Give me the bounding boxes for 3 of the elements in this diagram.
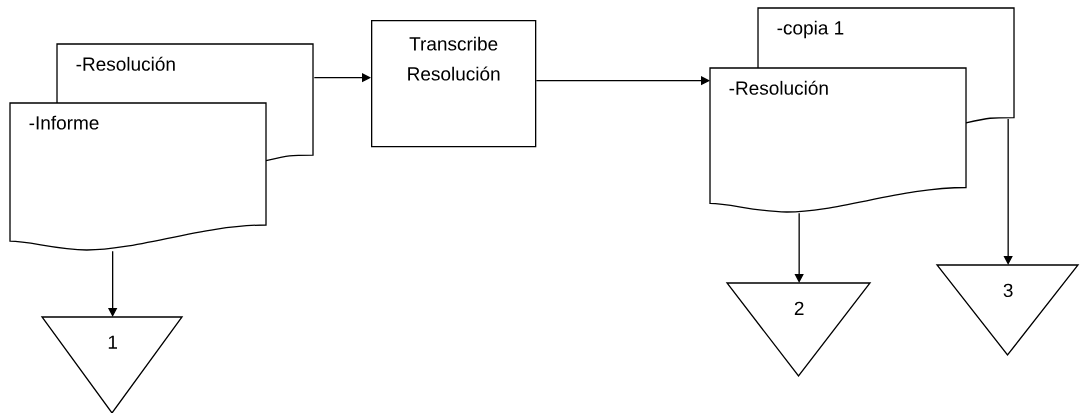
arrow [1003, 118, 1013, 265]
arrow [794, 212, 804, 283]
process-box: Transcribe Resolución [371, 20, 537, 148]
